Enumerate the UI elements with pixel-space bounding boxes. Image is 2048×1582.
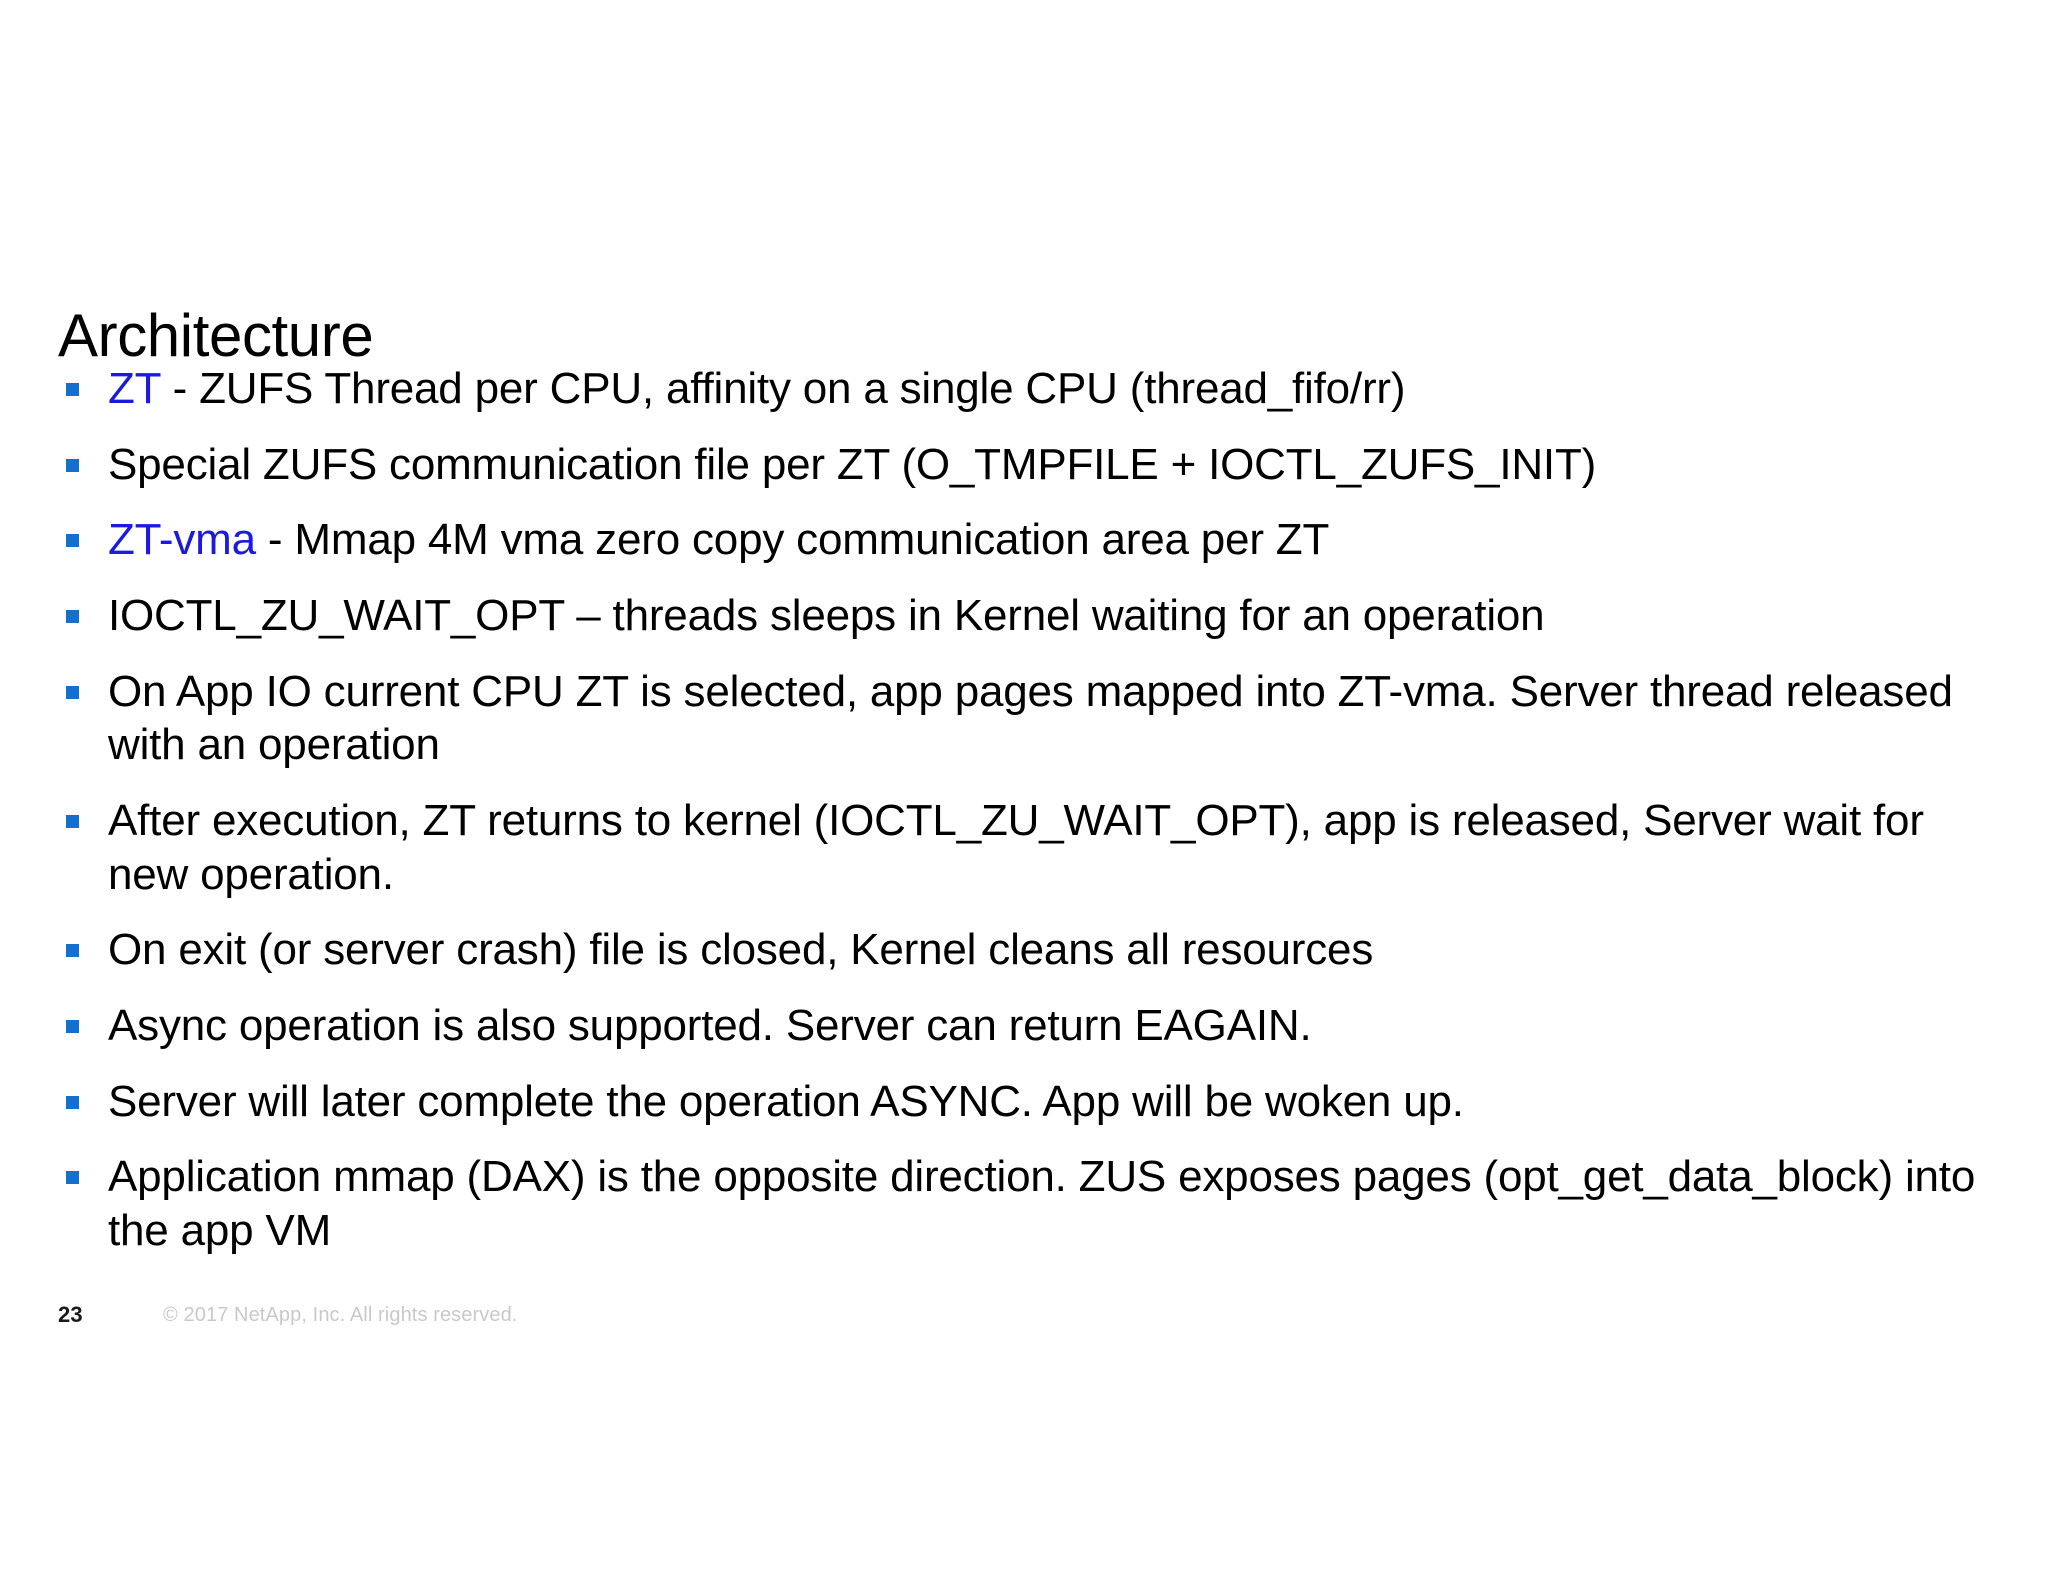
bullet-item-label: Server will later complete the operation… [108,1075,1988,1129]
bullet-text-segment: Async operation is also supported. Serve… [108,1001,1312,1051]
bullet-item: On exit (or server crash) file is closed… [58,923,1988,977]
bullet-square-icon [66,685,79,699]
bullet-text-segment: After execution, ZT returns to kernel (I… [108,796,1924,899]
bullet-text-segment: IOCTL_ZU_WAIT_OPT – threads sleeps in Ke… [108,591,1545,641]
page-number: 23 [58,1302,83,1327]
bullet-text-segment: On App IO current CPU ZT is selected, ap… [108,666,1953,770]
bullet-text-segment: On exit (or server crash) file is closed… [108,925,1374,975]
bullet-square-icon [66,610,79,624]
bullet-item: On App IO current CPU ZT is selected, ap… [58,665,1988,772]
bullet-item: Special ZUFS communication file per ZT (… [58,438,1988,492]
bullet-item-label: ZT - ZUFS Thread per CPU, affinity on a … [108,362,1988,416]
bullet-item: ZT - ZUFS Thread per CPU, affinity on a … [58,362,1988,416]
bullet-item: Async operation is also supported. Serve… [58,999,1988,1053]
bullet-highlight-term: ZT-vma [108,515,256,565]
bullet-square-icon [66,383,79,396]
bullet-item-label: ZT-vma - Mmap 4M vma zero copy communica… [108,513,1988,567]
bullet-square-icon [66,1020,79,1034]
bullet-highlight-term: ZT [108,364,161,413]
bullet-square-icon [66,815,79,829]
bullet-square-icon [66,534,79,548]
bullet-square-icon [66,458,79,472]
bullet-list: ZT - ZUFS Thread per CPU, affinity on a … [58,362,1988,1258]
slide-footer: 23 © 2017 NetApp, Inc. All rights reserv… [0,1302,2048,1342]
bullet-item: Server will later complete the operation… [58,1075,1988,1129]
bullet-text-segment: Server will later complete the operation… [108,1076,1464,1126]
bullet-text-segment: - Mmap 4M vma zero copy communication ar… [255,515,1330,565]
bullet-square-icon [66,1095,79,1109]
bullet-item: After execution, ZT returns to kernel (I… [58,794,1988,901]
page-title: Architecture [58,302,374,370]
bullet-square-icon [66,944,79,958]
bullet-item-label: Special ZUFS communication file per ZT (… [108,438,1988,492]
bullet-item: IOCTL_ZU_WAIT_OPT – threads sleeps in Ke… [58,589,1988,643]
bullet-item-label: After execution, ZT returns to kernel (I… [108,794,1988,901]
bullet-item-label: On exit (or server crash) file is closed… [108,923,1988,977]
copyright-notice: © 2017 NetApp, Inc. All rights reserved. [163,1304,518,1326]
bullet-item-label: Async operation is also supported. Serve… [108,999,1988,1053]
bullet-item: ZT-vma - Mmap 4M vma zero copy communica… [58,513,1988,567]
bullet-text-segment: Application mmap (DAX) is the opposite d… [108,1152,1976,1256]
bullet-text-segment: - ZUFS Thread per CPU, affinity on a sin… [160,364,1406,413]
bullet-text-segment: Special ZUFS communication file per ZT (… [108,439,1597,489]
bullet-item-label: Application mmap (DAX) is the opposite d… [108,1150,1988,1257]
bullet-item-label: On App IO current CPU ZT is selected, ap… [108,665,1988,772]
bullet-square-icon [66,1171,79,1185]
bullet-item-label: IOCTL_ZU_WAIT_OPT – threads sleeps in Ke… [108,589,1988,643]
bullet-item: Application mmap (DAX) is the opposite d… [58,1150,1988,1257]
